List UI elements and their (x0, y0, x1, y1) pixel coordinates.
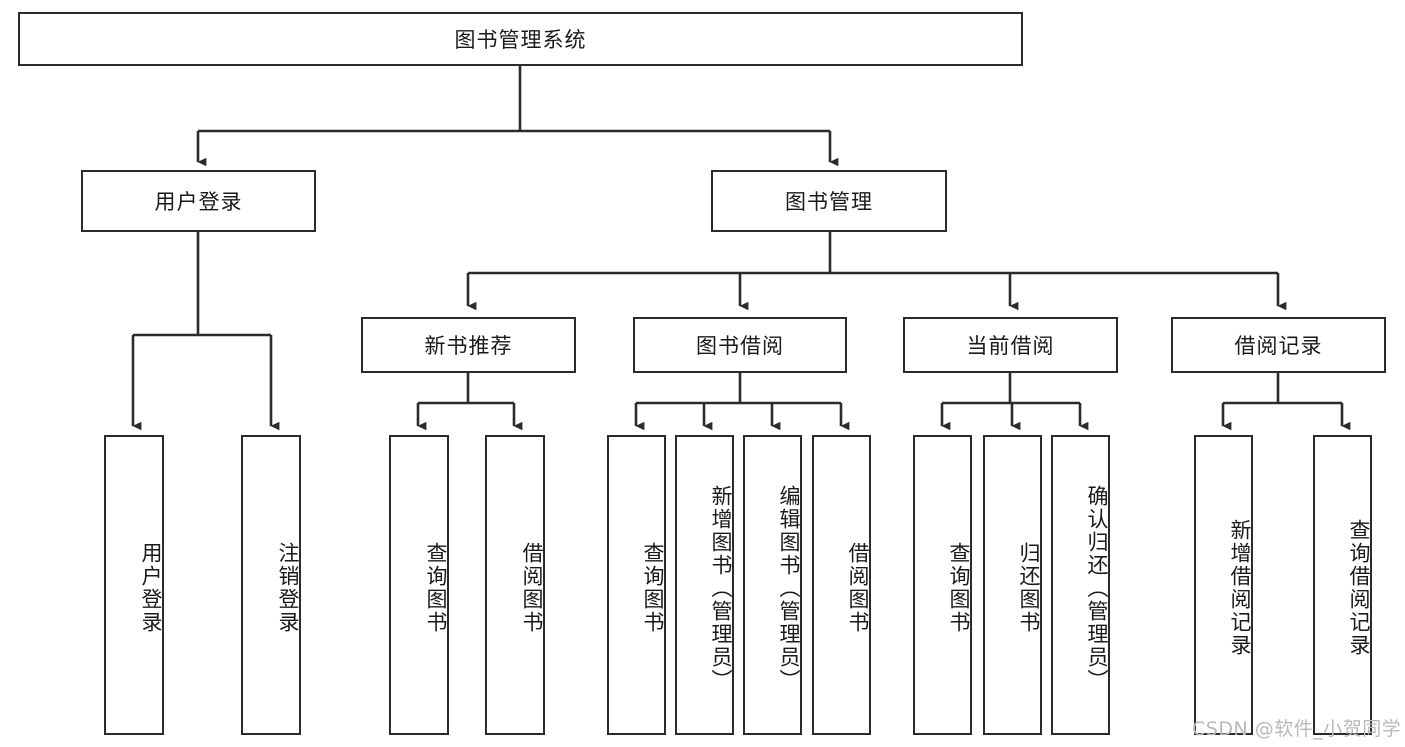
node-label: 归还图书 (1017, 542, 1041, 634)
node-label: 注销登录 (276, 542, 300, 634)
leaf-add-borrow-record[interactable]: 新增借阅记录 (1194, 435, 1253, 735)
leaf-query-book-current[interactable]: 查询图书 (913, 435, 972, 735)
node-label: 查询借阅记录 (1347, 519, 1371, 657)
leaf-edit-book-admin[interactable]: 编辑图书（管理员） (743, 435, 802, 735)
leaf-borrow-book[interactable]: 借阅图书 (812, 435, 871, 735)
node-label: 图书管理 (785, 190, 873, 214)
leaf-logout[interactable]: 注销登录 (241, 435, 301, 735)
node-root-book-management-system[interactable]: 图书管理系统 (18, 12, 1023, 66)
leaf-add-book-admin[interactable]: 新增图书（管理员） (675, 435, 734, 735)
node-label: 查询图书 (424, 542, 448, 634)
node-new-book-recommend[interactable]: 新书推荐 (361, 317, 576, 373)
leaf-user-login[interactable]: 用户登录 (104, 435, 164, 735)
node-label: 查询图书 (947, 542, 971, 634)
node-borrow-record[interactable]: 借阅记录 (1171, 317, 1386, 373)
node-label: 借阅图书 (520, 542, 544, 634)
node-label: 当前借阅 (966, 334, 1055, 358)
node-label: 用户登录 (154, 190, 243, 214)
node-label: 新书推荐 (424, 334, 513, 358)
leaf-confirm-return-admin[interactable]: 确认归还（管理员） (1051, 435, 1110, 735)
node-book-management[interactable]: 图书管理 (711, 170, 947, 232)
leaf-query-book-recommend[interactable]: 查询图书 (389, 435, 449, 735)
node-label: 新增图书（管理员） (709, 484, 733, 692)
node-label: 编辑图书（管理员） (777, 484, 801, 692)
node-label: 图书借阅 (696, 334, 784, 358)
node-book-borrow[interactable]: 图书借阅 (633, 317, 847, 373)
node-label: 确认归还（管理员） (1085, 484, 1109, 692)
node-current-borrow[interactable]: 当前借阅 (903, 317, 1118, 373)
leaf-borrow-book-recommend[interactable]: 借阅图书 (485, 435, 545, 735)
csdn-watermark: CSDN @软件_小贺同学 (1192, 718, 1402, 740)
node-label: 查询图书 (641, 542, 665, 634)
node-label: 借阅记录 (1234, 334, 1323, 358)
leaf-query-book-borrow[interactable]: 查询图书 (607, 435, 666, 735)
leaf-query-borrow-record[interactable]: 查询借阅记录 (1313, 435, 1372, 735)
node-label: 借阅图书 (846, 542, 870, 634)
node-label: 新增借阅记录 (1228, 519, 1252, 657)
node-label: 图书管理系统 (454, 28, 587, 52)
leaf-return-book[interactable]: 归还图书 (983, 435, 1042, 735)
node-label: 用户登录 (139, 542, 163, 634)
node-user-login[interactable]: 用户登录 (81, 170, 316, 232)
